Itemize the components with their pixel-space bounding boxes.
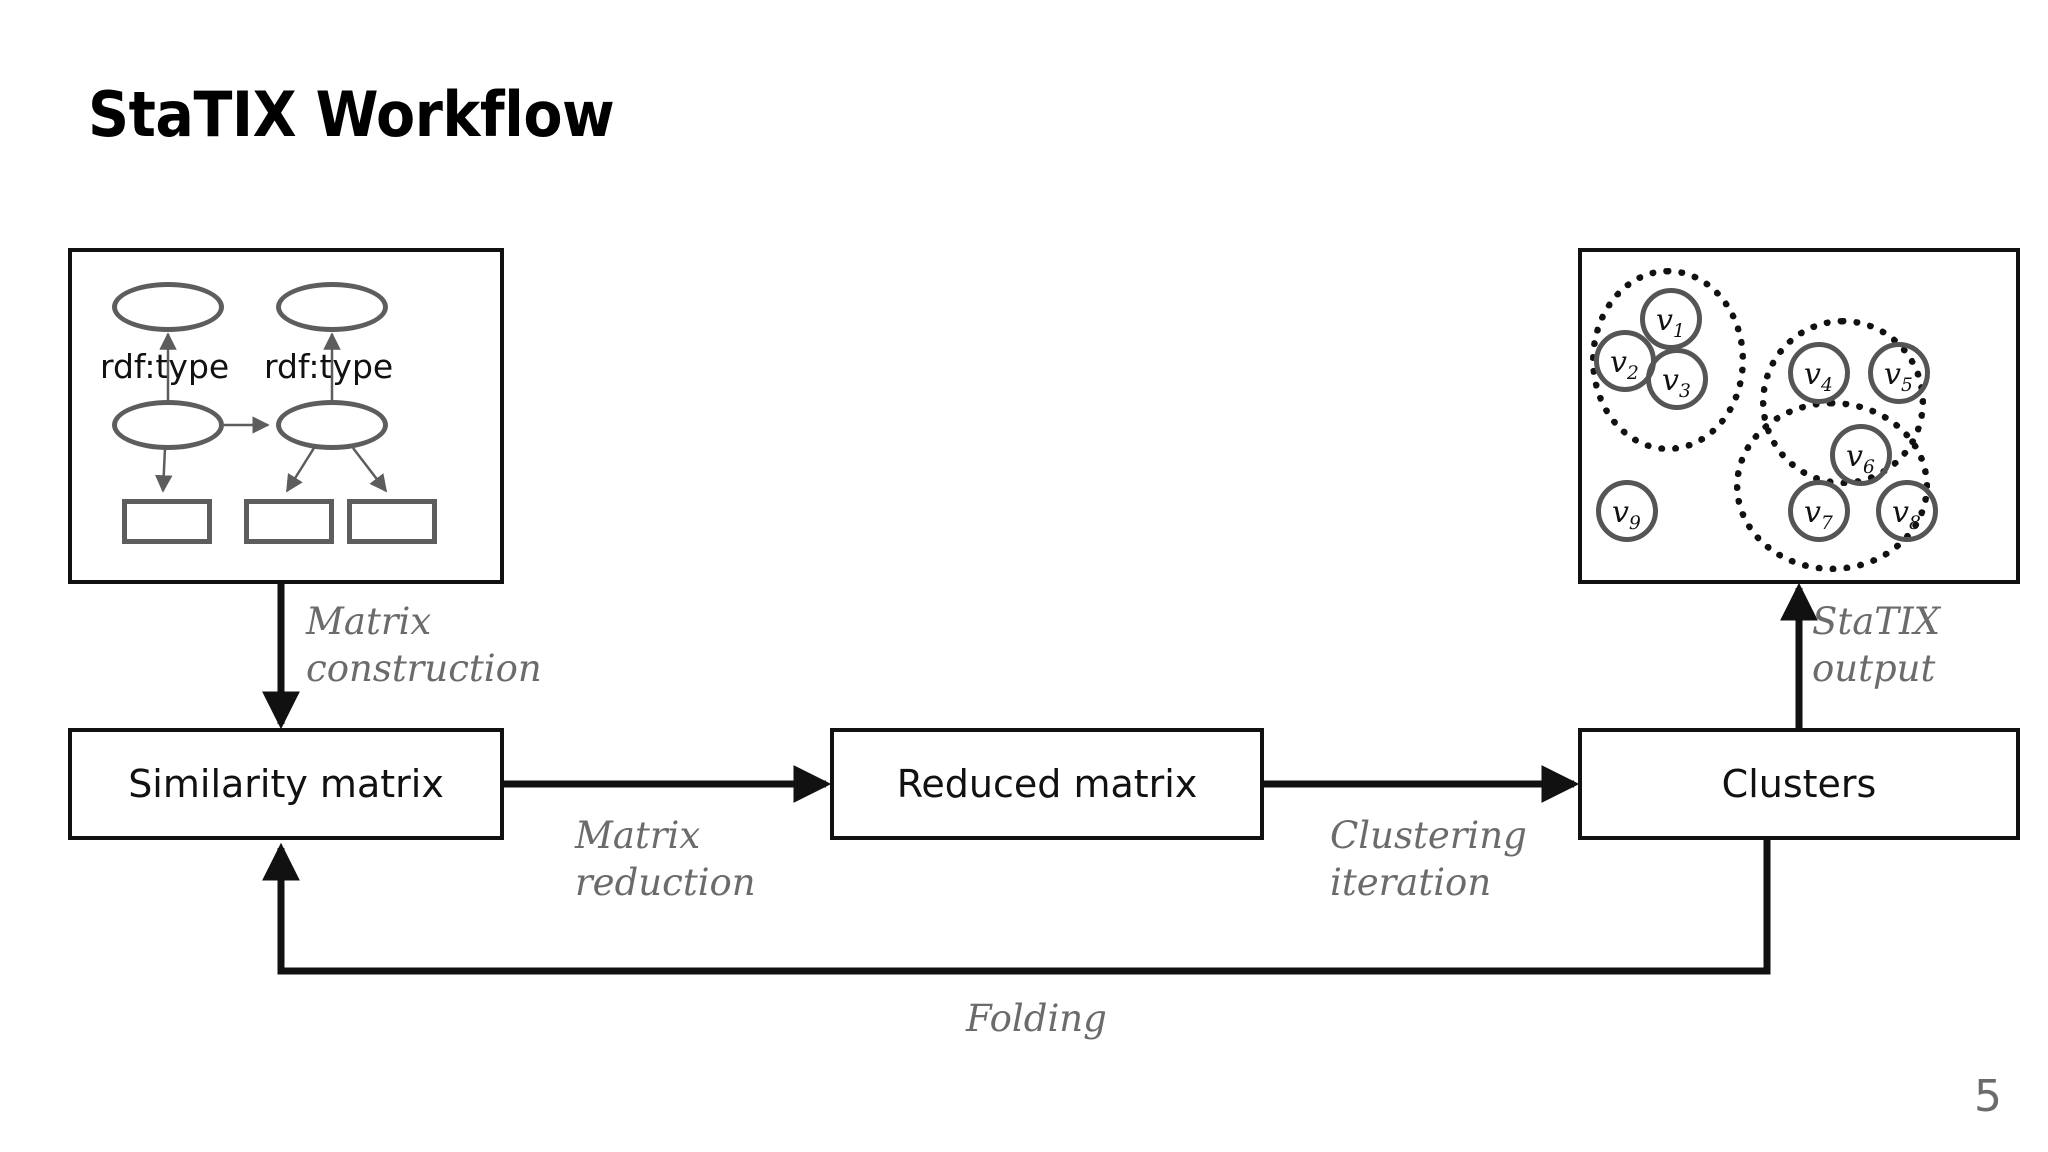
stage-similarity-matrix-label: Similarity matrix <box>128 762 444 806</box>
node-v5 <box>1868 342 1930 404</box>
rdf-internal-arrows <box>154 332 388 493</box>
rdf-type-label-1: rdf:type <box>100 347 230 386</box>
node-v4-index: 4 <box>1820 375 1833 396</box>
node-v8-index: 8 <box>1908 513 1921 534</box>
node-v6-index: 6 <box>1862 457 1875 478</box>
node-v3-letter: v <box>1662 363 1679 398</box>
clusters-panel: v1 v2 v3 v4 v5 v6 v7 v8 v9 <box>1578 248 2020 584</box>
node-v8 <box>1876 480 1938 542</box>
stage-reduced-matrix-label: Reduced matrix <box>896 762 1198 806</box>
node-v5-letter: v <box>1884 357 1901 392</box>
node-v3-index: 3 <box>1678 381 1691 402</box>
arrow-folding <box>262 840 1771 975</box>
rdf-instance-ellipse-1 <box>112 400 224 450</box>
node-v7-label: v7 <box>1804 498 1833 534</box>
node-v5-index: 5 <box>1900 375 1913 396</box>
node-v5-label: v5 <box>1884 360 1913 396</box>
node-v1 <box>1640 288 1702 350</box>
stage-similarity-matrix[interactable]: Similarity matrix <box>68 728 504 840</box>
node-v6-letter: v <box>1846 439 1863 474</box>
node-v8-letter: v <box>1892 495 1909 530</box>
node-v1-index: 1 <box>1672 321 1685 342</box>
edge-label-matrix-construction: Matrix construction <box>306 600 542 691</box>
page-number: 5 <box>1974 1071 2002 1122</box>
rdf-literal-rect-2 <box>244 499 334 544</box>
node-v4 <box>1788 342 1850 404</box>
node-v6-label: v6 <box>1846 442 1875 478</box>
stage-clusters-label: Clusters <box>1721 762 1877 806</box>
edge-label-folding: Folding <box>966 997 1107 1040</box>
node-v9-index: 9 <box>1628 513 1641 534</box>
rdf-type-label-2: rdf:type <box>264 347 394 386</box>
node-v2-index: 2 <box>1626 363 1639 384</box>
cluster-ring-a <box>1590 268 1746 452</box>
node-v9-label: v9 <box>1612 498 1641 534</box>
edge-label-clustering-iteration: Clustering iteration <box>1330 814 1527 905</box>
node-v9-letter: v <box>1612 495 1629 530</box>
rdf-graph-panel: rdf:type rdf:type <box>68 248 504 584</box>
rdf-literal-rect-3 <box>347 499 437 544</box>
stage-reduced-matrix[interactable]: Reduced matrix <box>830 728 1264 840</box>
node-v8-label: v8 <box>1892 498 1921 534</box>
node-v2-label: v2 <box>1610 348 1639 384</box>
node-v7-letter: v <box>1804 495 1821 530</box>
node-v3-label: v3 <box>1662 366 1691 402</box>
node-v4-label: v4 <box>1804 360 1833 396</box>
node-v9 <box>1596 480 1658 542</box>
node-v1-label: v1 <box>1656 306 1685 342</box>
edge-label-matrix-reduction: Matrix reduction <box>575 814 756 905</box>
rdf-literal-rect-1 <box>122 499 212 544</box>
node-v1-letter: v <box>1656 303 1673 338</box>
node-v7 <box>1788 480 1850 542</box>
node-v6 <box>1830 424 1892 486</box>
node-v4-letter: v <box>1804 357 1821 392</box>
rdf-class-ellipse-2 <box>276 282 388 332</box>
page-title: StaTIX Workflow <box>88 78 615 151</box>
node-v7-index: 7 <box>1820 513 1833 534</box>
node-v3 <box>1646 348 1708 410</box>
edge-label-statix-output: StaTIX output <box>1812 600 1940 691</box>
rdf-class-ellipse-1 <box>112 282 224 332</box>
rdf-instance-ellipse-2 <box>276 400 388 450</box>
stage-clusters[interactable]: Clusters <box>1578 728 2020 840</box>
node-v2-letter: v <box>1610 345 1627 380</box>
